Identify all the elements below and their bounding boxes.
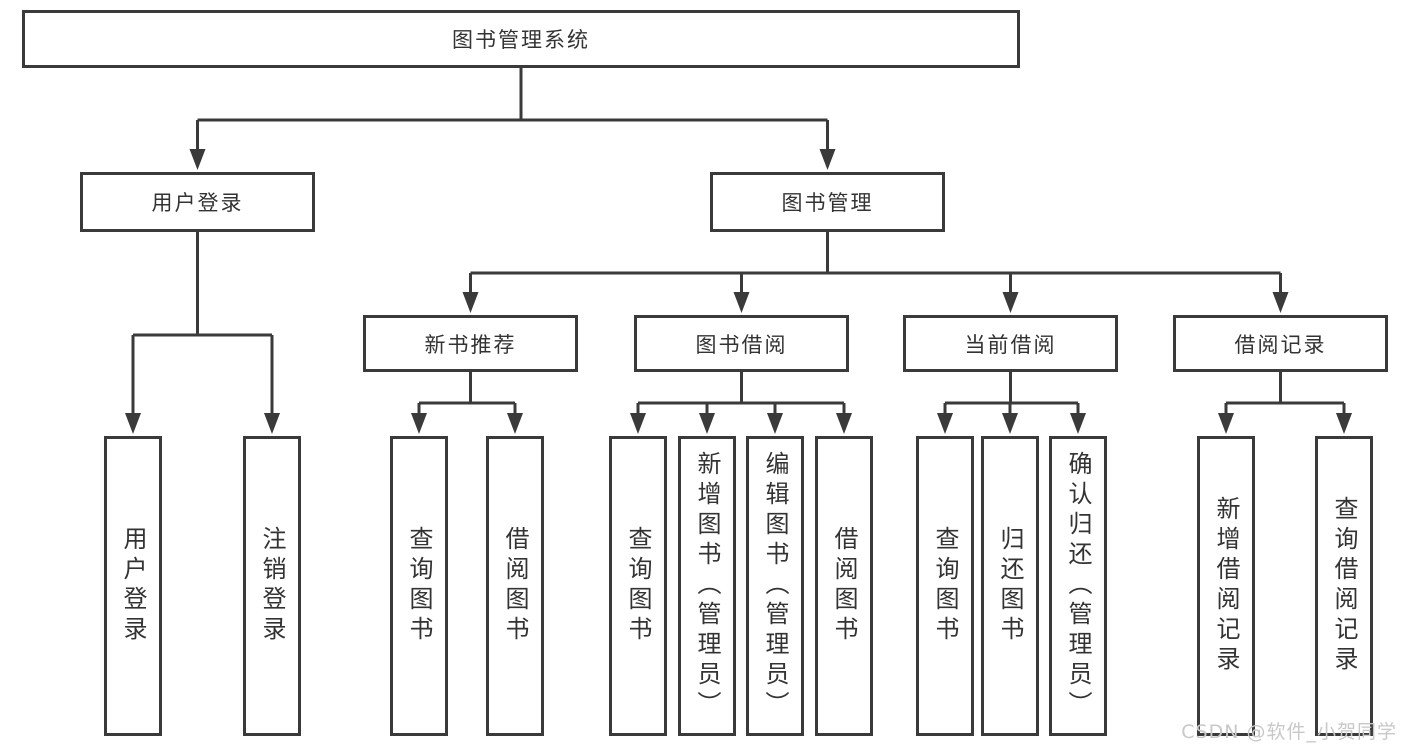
node-label: 注销登录 <box>258 526 286 646</box>
leaf-return-books: 归还图书 <box>981 436 1039 736</box>
leaf-query-borrow-record: 查询借阅记录 <box>1315 436 1373 736</box>
node-new-book-recommend: 新书推荐 <box>363 315 578 372</box>
node-label: 图书管理 <box>781 191 874 215</box>
node-label: 用户登录 <box>119 526 147 646</box>
arrowhead-icon <box>937 413 953 434</box>
node-library-management-system: 图书管理系统 <box>22 10 1020 68</box>
leaf-query-books-recommend: 查询图书 <box>390 436 448 736</box>
arrowhead-icon <box>1218 413 1234 434</box>
node-label: 图书管理系统 <box>452 28 590 52</box>
arrowheads <box>125 149 1352 434</box>
arrowhead-icon <box>1272 292 1289 313</box>
leaf-query-books-current: 查询图书 <box>916 436 974 736</box>
connector-new-book-recommend-to-leaves <box>417 372 517 417</box>
arrowhead-icon <box>125 413 141 434</box>
watermark: CSDN @软件_小贺同学 <box>1181 721 1397 743</box>
node-label: 新书推荐 <box>424 332 517 357</box>
node-label: 借阅图书 <box>501 526 529 646</box>
leaf-logout: 注销登录 <box>243 436 301 736</box>
connector-root-to-level2 <box>196 67 829 153</box>
arrowhead-icon <box>819 149 836 170</box>
node-label: 当前借阅 <box>964 332 1057 357</box>
leaf-add-books-admin: 新增图书（管理员） <box>678 436 736 736</box>
connector-current-borrowing-to-leaves <box>943 372 1080 417</box>
arrowhead-icon <box>411 413 427 434</box>
arrowhead-icon <box>1336 413 1352 434</box>
node-label: 查询图书 <box>931 526 959 646</box>
leaf-query-books-borrowing: 查询图书 <box>609 436 667 736</box>
connector-book-borrowing-to-leaves <box>636 372 846 417</box>
node-label: 查询图书 <box>405 526 433 646</box>
arrowhead-icon <box>630 413 646 434</box>
arrowhead-icon <box>189 149 206 170</box>
arrowhead-icon <box>1002 292 1019 313</box>
connector-user-login-to-leaves <box>131 232 274 417</box>
leaf-add-borrow-record: 新增借阅记录 <box>1197 436 1255 736</box>
leaf-user-login: 用户登录 <box>104 436 162 736</box>
arrowhead-icon <box>264 413 280 434</box>
node-book-borrowing: 图书借阅 <box>634 315 849 372</box>
node-label: 查询图书 <box>624 526 652 646</box>
node-label: 图书借阅 <box>695 332 788 357</box>
node-label: 借阅记录 <box>1234 332 1327 357</box>
arrowhead-icon <box>836 413 852 434</box>
arrowhead-icon <box>1070 413 1086 434</box>
arrowhead-icon <box>699 413 715 434</box>
connector-book-management-to-level3 <box>469 232 1282 296</box>
node-label: 新增借阅记录 <box>1212 496 1240 676</box>
node-book-management: 图书管理 <box>710 172 945 232</box>
node-label: 确认归还（管理员） <box>1064 451 1092 721</box>
node-label: 新增图书（管理员） <box>693 451 721 721</box>
node-label: 编辑图书（管理员） <box>761 451 789 721</box>
connector-borrowing-records-to-leaves <box>1224 372 1346 417</box>
arrowhead-icon <box>462 292 479 313</box>
leaf-edit-books-admin: 编辑图书（管理员） <box>746 436 804 736</box>
node-label: 借阅图书 <box>830 526 858 646</box>
leaf-borrow-books-recommend: 借阅图书 <box>486 436 544 736</box>
node-label: 用户登录 <box>151 191 244 215</box>
leaf-borrow-books: 借阅图书 <box>815 436 873 736</box>
arrowhead-icon <box>767 413 783 434</box>
node-current-borrowing: 当前借阅 <box>903 315 1118 372</box>
node-label: 归还图书 <box>996 526 1024 646</box>
node-borrowing-records: 借阅记录 <box>1173 315 1388 372</box>
arrowhead-icon <box>507 413 523 434</box>
arrowhead-icon <box>1002 413 1018 434</box>
node-label: 查询借阅记录 <box>1330 496 1358 676</box>
node-user-login: 用户登录 <box>80 172 315 232</box>
leaf-confirm-return-admin: 确认归还（管理员） <box>1049 436 1107 736</box>
arrowhead-icon <box>733 292 750 313</box>
